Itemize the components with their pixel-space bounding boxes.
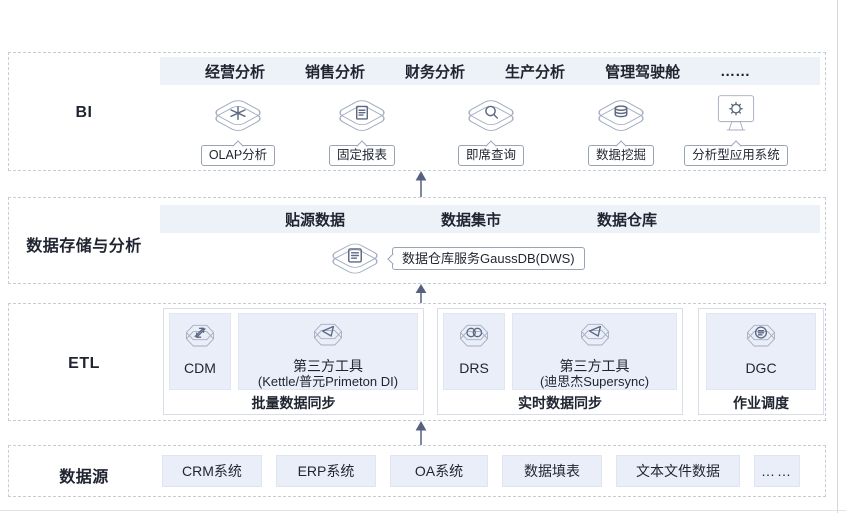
source-box-erp: ERP系统 — [276, 455, 376, 487]
cdm-icon — [185, 324, 215, 347]
etl-group-batch-sync: CDM 第三方工具 (Kettle/普元Primeton DI) 批量数据同步 — [163, 308, 424, 415]
etl-item-dgc: DGC — [706, 313, 816, 390]
dgc-icon — [746, 324, 776, 347]
section-bi-label: BI — [75, 104, 93, 121]
third-party-batch-sublabel: (Kettle/普元Primeton DI) — [257, 374, 399, 389]
section-storage-label: 数据存储与分析 — [26, 238, 142, 255]
batch-sync-group-label: 批量数据同步 — [251, 395, 336, 411]
storage-menu-item: 数据集市 — [441, 211, 502, 229]
dgc-label: DGC — [745, 360, 777, 376]
source-box-text-file: 文本文件数据 — [616, 455, 740, 487]
arrow-source-to-etl — [415, 421, 427, 445]
bi-tool-analytic-app: 分析型应用系统 — [671, 92, 801, 166]
etl-group-realtime-sync: DRS 第三方工具 (迪思杰Supersync) 实时数据同步 — [437, 308, 683, 415]
drs-icon — [459, 324, 489, 347]
drs-label: DRS — [459, 360, 489, 376]
fixed-report-label: 固定报表 — [328, 145, 395, 166]
bi-menu-item: 生产分析 — [505, 63, 566, 81]
section-etl-label: ETL — [68, 355, 100, 372]
bi-tool-data-mining: 数据挖掘 — [566, 92, 676, 166]
data-mining-label: 数据挖掘 — [587, 145, 654, 166]
arrow-etl-to-storage — [415, 284, 427, 303]
bi-menu-bar: 经营分析 销售分析 财务分析 生产分析 管理驾驶舱 …… — [160, 57, 820, 85]
etl-group-job-scheduling: DGC 作业调度 — [698, 308, 824, 415]
bi-menu-item: 管理驾驶舱 — [605, 63, 681, 81]
analytic-app-label: 分析型应用系统 — [684, 145, 788, 166]
data-mining-icon — [598, 100, 644, 131]
bi-tool-adhoc-query: 即席查询 — [436, 92, 546, 166]
page-right-border — [837, 0, 838, 513]
gaussdb-dws-icon — [332, 243, 378, 274]
storage-menu-bar: 贴源数据 数据集市 数据仓库 — [160, 205, 820, 233]
third-party-tool-icon — [580, 323, 609, 346]
etl-item-drs: DRS — [443, 313, 505, 390]
third-party-realtime-label: 第三方工具 — [559, 358, 630, 374]
storage-menu-item: 贴源数据 — [285, 211, 346, 229]
third-party-batch-label: 第三方工具 — [293, 358, 363, 374]
source-box-data-form: 数据填表 — [502, 455, 602, 487]
section-data-source-label: 数据源 — [59, 469, 109, 486]
source-box-crm: CRM系统 — [162, 455, 262, 487]
gaussdb-dws-label: 数据仓库服务GaussDB(DWS) — [392, 247, 585, 270]
bi-menu-item: 销售分析 — [305, 63, 366, 81]
olap-analysis-label: OLAP分析 — [200, 145, 276, 166]
etl-item-third-party-batch: 第三方工具 (Kettle/普元Primeton DI) — [238, 313, 418, 390]
bi-menu-item: 经营分析 — [205, 63, 266, 81]
bi-menu-item: 财务分析 — [405, 63, 466, 81]
job-scheduling-group-label: 作业调度 — [733, 395, 789, 411]
etl-item-third-party-realtime: 第三方工具 (迪思杰Supersync) — [512, 313, 677, 390]
source-box-more: …… — [754, 455, 800, 487]
storage-menu-item: 数据仓库 — [597, 211, 658, 229]
bi-tool-olap: OLAP分析 — [183, 92, 293, 166]
cdm-label: CDM — [184, 360, 216, 376]
source-box-oa: OA系统 — [390, 455, 488, 487]
bi-tool-fixed-report: 固定报表 — [307, 92, 417, 166]
adhoc-query-icon — [468, 100, 514, 131]
etl-item-cdm: CDM — [169, 313, 231, 390]
olap-analysis-icon — [215, 100, 261, 131]
third-party-realtime-sublabel: (迪思杰Supersync) — [539, 374, 650, 389]
fixed-report-icon — [339, 100, 385, 131]
analytic-app-monitor-icon — [717, 95, 755, 131]
bi-menu-item: …… — [720, 62, 751, 80]
adhoc-query-label: 即席查询 — [457, 145, 524, 166]
realtime-sync-group-label: 实时数据同步 — [518, 395, 602, 411]
arrow-storage-to-bi — [415, 171, 427, 197]
third-party-tool-icon — [313, 323, 343, 346]
page-bottom-border — [0, 510, 846, 511]
